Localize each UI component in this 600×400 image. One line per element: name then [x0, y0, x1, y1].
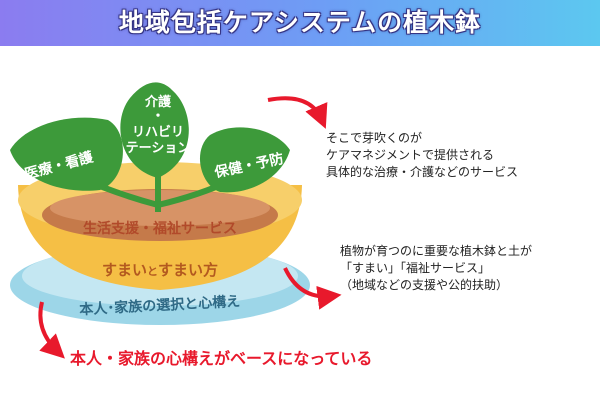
leaves-note-line-2: ケアマネジメントで提供される [326, 148, 495, 162]
soil-label: 生活支援・福祉サービス [83, 220, 237, 237]
arrow-to-base-note [38, 301, 65, 359]
leaf-center-label-3: リハビリ [132, 124, 184, 140]
pot-note-line-2: 「すまい」「福祉サービス」 [340, 261, 491, 275]
pot-label-part-1: すまい [102, 261, 147, 279]
pot-note: 植物が育つのに重要な植木鉢と土が 「すまい」「福祉サービス」 （地域などの支援や… [340, 243, 595, 294]
page-title: 地域包括ケアシステムの植木鉢 [118, 8, 482, 37]
leaves-note: そこで芽吹くのが ケアマネジメントで提供される 具体的な治療・介護などのサービス [326, 130, 596, 181]
leaf-right [199, 127, 290, 193]
leaf-center-label-4: テーション [126, 141, 191, 156]
leaf-center [120, 82, 189, 178]
leaf-left [10, 117, 123, 191]
title-banner [0, 0, 600, 46]
leaf-center-label-1: 介護 [144, 94, 172, 110]
arrow-to-leaves-note [267, 96, 328, 129]
pot-label-part-3: すまい方 [158, 261, 218, 279]
pot-note-line-3: （地域などの支援や公的扶助） [340, 278, 509, 292]
pot-note-line-1: 植物が育つのに重要な植木鉢と土が [340, 244, 533, 258]
pot-label-part-2: と [147, 265, 158, 278]
base-note: 本人・家族の心構えがベースになっている [70, 349, 373, 368]
pot-label: すまいとすまい方 [102, 261, 218, 279]
leaf-center-label-2: ・ [151, 109, 164, 124]
leaves-note-line-3: 具体的な治療・介護などのサービス [326, 165, 519, 179]
leaves-note-line-1: そこで芽吹くのが [326, 131, 423, 145]
arrow-to-pot-note [283, 267, 342, 310]
